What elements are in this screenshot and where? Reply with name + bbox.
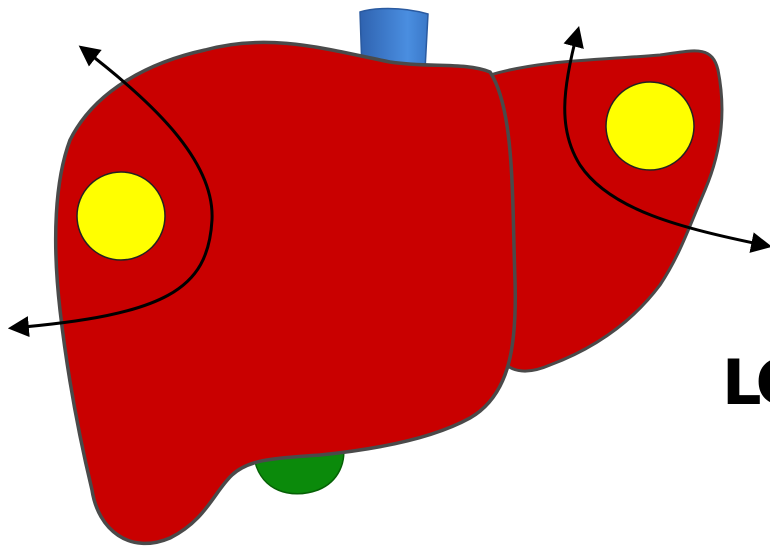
lesion-right: [77, 172, 165, 260]
diagram-label: LG: [722, 346, 770, 419]
lesion-left: [606, 82, 694, 170]
left-lobe: [490, 51, 722, 371]
